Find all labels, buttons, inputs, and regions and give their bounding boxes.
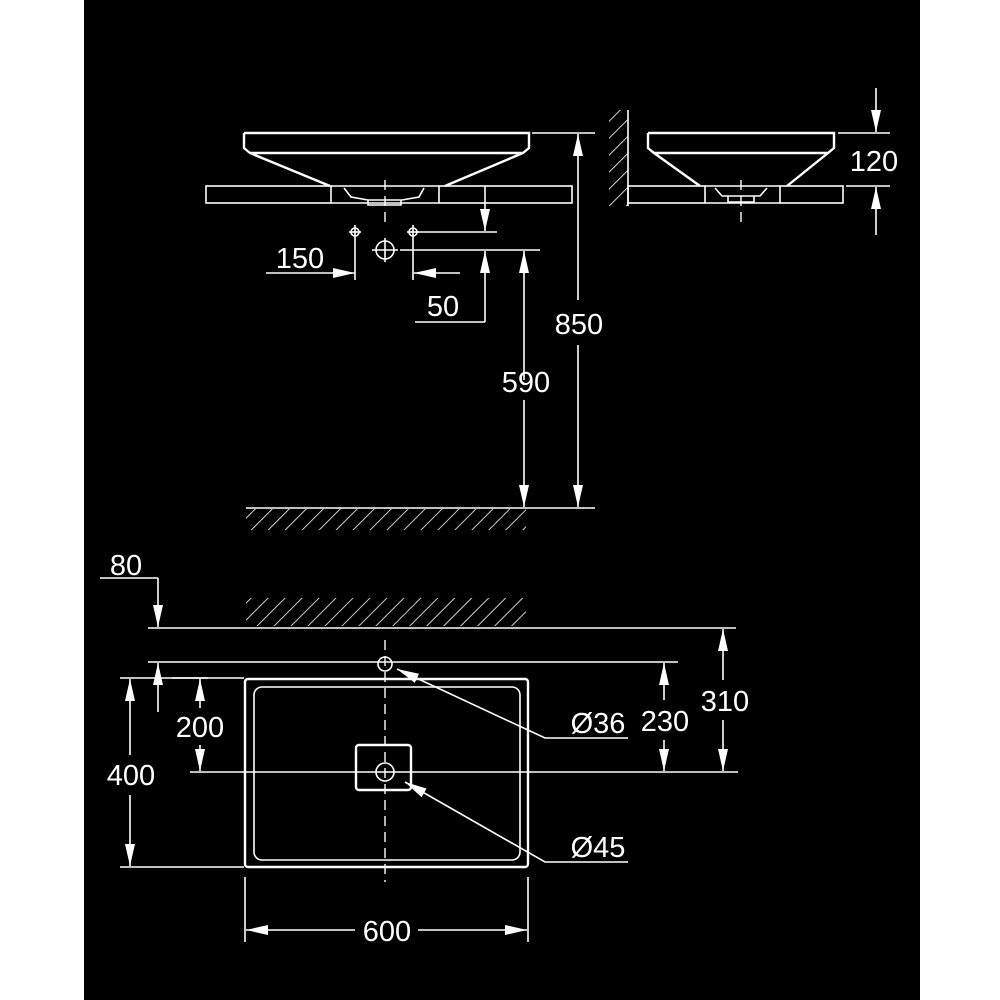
countertop-hatch-left bbox=[205, 185, 332, 204]
countertop-hatch-right bbox=[438, 185, 573, 204]
drain-square bbox=[354, 743, 413, 792]
dim-200-label: 200 bbox=[176, 712, 224, 744]
dim-310-label: 310 bbox=[701, 686, 749, 718]
dim-600-label: 600 bbox=[363, 916, 411, 948]
drawing-background bbox=[84, 0, 920, 1000]
dim-120-label: 120 bbox=[850, 146, 898, 178]
leader-36 bbox=[396, 668, 628, 739]
dim-400-label: 400 bbox=[107, 760, 155, 792]
front-view: 150 50 590 850 bbox=[205, 131, 603, 530]
dim-50-label: 50 bbox=[427, 291, 459, 323]
dim-230-label: 230 bbox=[641, 706, 689, 738]
dim-850-label: 850 bbox=[555, 309, 603, 341]
basin-side bbox=[646, 131, 836, 187]
wall-hatch bbox=[609, 110, 628, 206]
leader-45 bbox=[404, 781, 628, 863]
basin-outline bbox=[243, 677, 530, 869]
wall-hatch-top bbox=[246, 598, 526, 626]
tap-hole-icon bbox=[349, 225, 419, 280]
side-view: 120 bbox=[609, 88, 898, 235]
floor-hatch bbox=[246, 509, 526, 530]
basin-inner bbox=[253, 686, 521, 861]
dim-590-label: 590 bbox=[502, 367, 550, 399]
dim-150-label: 150 bbox=[276, 243, 324, 275]
basin-front bbox=[242, 131, 531, 188]
dim-45-label: Ø45 bbox=[571, 832, 626, 864]
dim-80-label: 80 bbox=[110, 550, 142, 582]
dim-36-label: Ø36 bbox=[571, 708, 626, 740]
top-view: 80 200 400 230 310 Ø36 Ø45 600 bbox=[100, 550, 749, 948]
